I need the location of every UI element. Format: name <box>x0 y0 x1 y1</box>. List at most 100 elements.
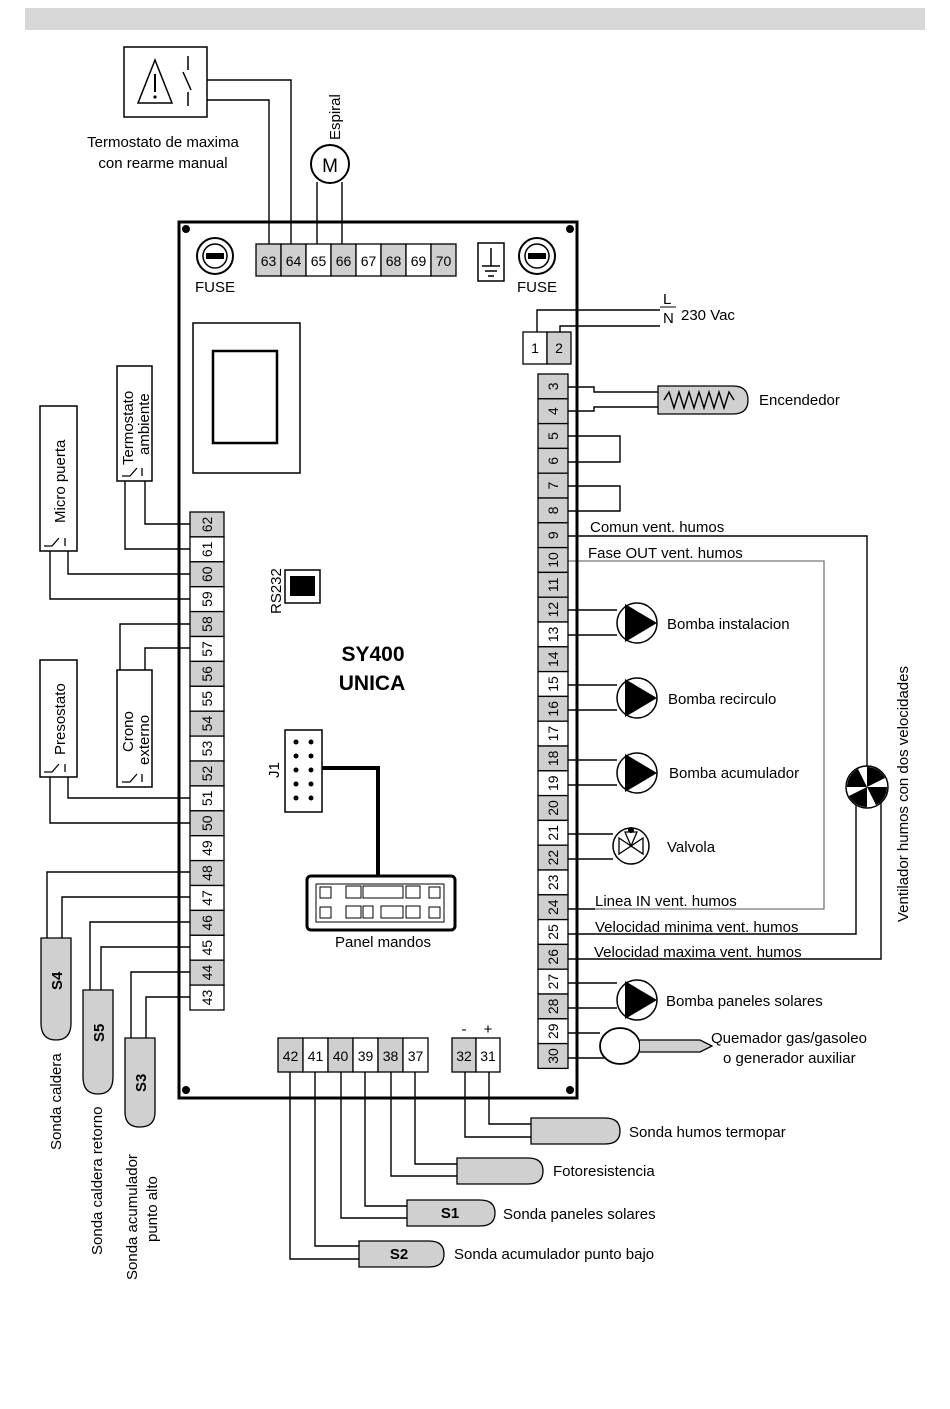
terminal-label: 19 <box>545 775 561 791</box>
terminal-4: 4 <box>537 398 569 425</box>
valvola-label: Valvola <box>667 839 716 856</box>
presostato-device <box>39 659 78 778</box>
linea-in-label: Linea IN vent. humos <box>595 893 737 910</box>
terminal-label: 28 <box>545 998 561 1014</box>
rs232-label: RS232 <box>268 568 285 614</box>
wire <box>568 485 621 512</box>
s2-description: Sonda acumulador punto bajo <box>454 1246 654 1263</box>
terminal-15: 15 <box>537 670 569 698</box>
pump-icon <box>616 677 658 719</box>
terminal-label: 64 <box>286 253 302 269</box>
terminal-label: 40 <box>333 1048 349 1064</box>
terminal-label: 24 <box>545 899 561 915</box>
terminal-label: 48 <box>199 865 215 881</box>
terminal-11: 11 <box>537 571 569 598</box>
terminal-label: 38 <box>383 1048 399 1064</box>
terminal-label: 21 <box>545 825 561 841</box>
board-variant: UNICA <box>339 672 406 695</box>
terminal-label: 9 <box>545 531 561 539</box>
wire <box>536 309 660 332</box>
terminal-label: 53 <box>199 741 215 757</box>
terminal-label: 44 <box>199 965 215 981</box>
terminal-label: 6 <box>545 457 561 465</box>
terminal-label: 42 <box>283 1048 299 1064</box>
terminal-19: 19 <box>537 770 569 797</box>
terminal-51: 51 <box>189 785 225 812</box>
wire <box>67 777 190 799</box>
terminal-label: 47 <box>199 890 215 906</box>
board-mount-holes <box>182 225 574 1094</box>
terminal-label: 8 <box>545 506 561 514</box>
externo-label: externo <box>136 715 153 765</box>
thermostat-label-2: con rearme manual <box>98 155 227 172</box>
rs232-connector <box>284 569 321 604</box>
quemador-label-1: Quemador gas/gasoleo <box>711 1030 867 1047</box>
terminal-40: 40 <box>327 1037 354 1073</box>
terminal-label: 27 <box>545 974 561 990</box>
terminal-label: 16 <box>545 701 561 717</box>
terminal-55: 55 <box>189 685 225 712</box>
wire <box>130 971 190 1038</box>
terminal-label: 12 <box>545 602 561 618</box>
terminal-52: 52 <box>189 760 225 787</box>
terminal-56: 56 <box>189 660 225 687</box>
terminal-1: 1 <box>522 331 548 365</box>
wire <box>49 551 190 600</box>
terminal-label: 52 <box>199 765 215 781</box>
plus-label: + <box>484 1021 493 1038</box>
terminal-label: 31 <box>480 1048 496 1064</box>
power-n-label: N <box>663 310 674 327</box>
quemador-label-2: o generador auxiliar <box>723 1050 856 1067</box>
probe-s3 <box>124 1037 156 1128</box>
wire <box>145 996 190 1038</box>
ventilador-label: Ventilador humos con dos velocidades <box>895 666 912 922</box>
terminal-39: 39 <box>352 1037 379 1073</box>
display-screen <box>211 349 279 445</box>
wire <box>61 896 190 938</box>
micro-puerta-label: Micro puerta <box>52 439 69 523</box>
j1-pin <box>293 739 299 745</box>
probe-s2-label: S2 <box>390 1246 408 1263</box>
terminal-63: 63 <box>255 243 282 277</box>
terminal-label: 54 <box>199 716 215 732</box>
j1-pin <box>293 795 299 801</box>
terminal-label: 57 <box>199 641 215 657</box>
terminal-label: 2 <box>555 340 563 356</box>
crono-externo-device <box>116 669 153 788</box>
terminal-62: 62 <box>189 511 225 538</box>
j1-pin <box>293 753 299 759</box>
terminal-label: 61 <box>199 541 215 557</box>
wire <box>568 800 857 935</box>
termostato-label: Termostato <box>120 391 137 465</box>
fase-out-label: Fase OUT vent. humos <box>588 545 743 562</box>
thermostat-safety-device <box>123 46 208 118</box>
terminal-label: 65 <box>311 253 327 269</box>
j1-connector <box>284 729 323 813</box>
terminal-29: 29 <box>537 1018 569 1045</box>
terminal-45: 45 <box>189 934 225 961</box>
header-bar <box>25 8 925 30</box>
motor-label: M <box>322 156 338 177</box>
terminal-label: 39 <box>358 1048 374 1064</box>
wire <box>289 1072 359 1260</box>
controller-board <box>177 220 579 1100</box>
fuse-left-label: FUSE <box>195 279 235 296</box>
terminal-69: 69 <box>405 243 432 277</box>
terminal-20: 20 <box>537 794 569 822</box>
fotoresistencia-label: Fotoresistencia <box>553 1163 655 1180</box>
wire <box>568 435 621 463</box>
bomba-paneles-label: Bomba paneles solares <box>666 993 823 1010</box>
power-voltage: 230 Vac <box>681 307 735 324</box>
terminal-67: 67 <box>355 243 382 277</box>
panel-mandos-label: Panel mandos <box>335 934 431 951</box>
terminal-label: 17 <box>545 726 561 742</box>
presostato-label: Presostato <box>52 683 69 755</box>
j1-label: J1 <box>266 762 283 778</box>
terminal-5: 5 <box>537 422 569 450</box>
power-l-label: L <box>663 291 671 308</box>
probe-s1-label: S1 <box>441 1205 459 1222</box>
terminal-label: 58 <box>199 616 215 632</box>
wire <box>390 1072 457 1177</box>
terminal-label: 62 <box>199 516 215 532</box>
